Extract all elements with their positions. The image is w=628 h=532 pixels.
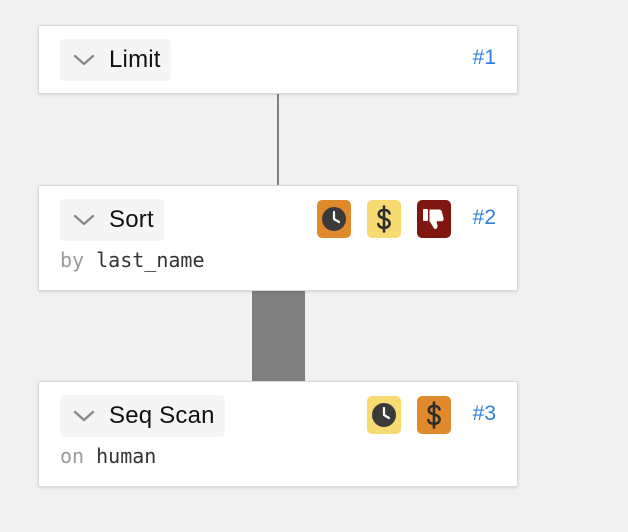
chevron-down-icon (73, 410, 95, 422)
chevron-down-icon (73, 214, 95, 226)
chevron-down-icon (73, 54, 95, 66)
node-badges (317, 200, 451, 238)
collapse-toggle-limit[interactable]: Limit (60, 39, 171, 81)
cost-badge[interactable] (417, 396, 451, 434)
plan-node-sort[interactable]: Sort #2 by last_name (38, 185, 518, 291)
thumbs-down-icon (423, 209, 444, 229)
node-detail: on human (60, 444, 156, 468)
node-title: Limit (109, 46, 161, 73)
node-title: Sort (109, 206, 154, 233)
edge-sort-seqscan (252, 291, 305, 381)
detail-keyword: on (60, 444, 85, 468)
node-id-link[interactable]: #3 (472, 402, 496, 425)
slow-badge[interactable] (367, 396, 401, 434)
node-title: Seq Scan (109, 402, 215, 429)
node-id-link[interactable]: #1 (472, 46, 496, 69)
edge-limit-sort (277, 94, 279, 185)
detail-keyword: by (60, 248, 85, 272)
node-id-link[interactable]: #2 (472, 206, 496, 229)
slow-badge[interactable] (317, 200, 351, 238)
detail-value: last_name (96, 248, 205, 272)
node-badges (367, 396, 451, 434)
cost-badge[interactable] (367, 200, 401, 238)
dollar-icon (377, 205, 391, 233)
detail-value: human (96, 444, 157, 468)
clock-icon (372, 403, 396, 427)
collapse-toggle-seq-scan[interactable]: Seq Scan (60, 395, 225, 437)
collapse-toggle-sort[interactable]: Sort (60, 199, 164, 241)
plan-node-limit[interactable]: Limit #1 (38, 25, 518, 94)
bad-estimate-badge[interactable] (417, 200, 451, 238)
clock-icon (322, 207, 346, 231)
node-detail: by last_name (60, 248, 205, 272)
plan-node-seq-scan[interactable]: Seq Scan #3 on human (38, 381, 518, 487)
dollar-icon (427, 401, 441, 429)
